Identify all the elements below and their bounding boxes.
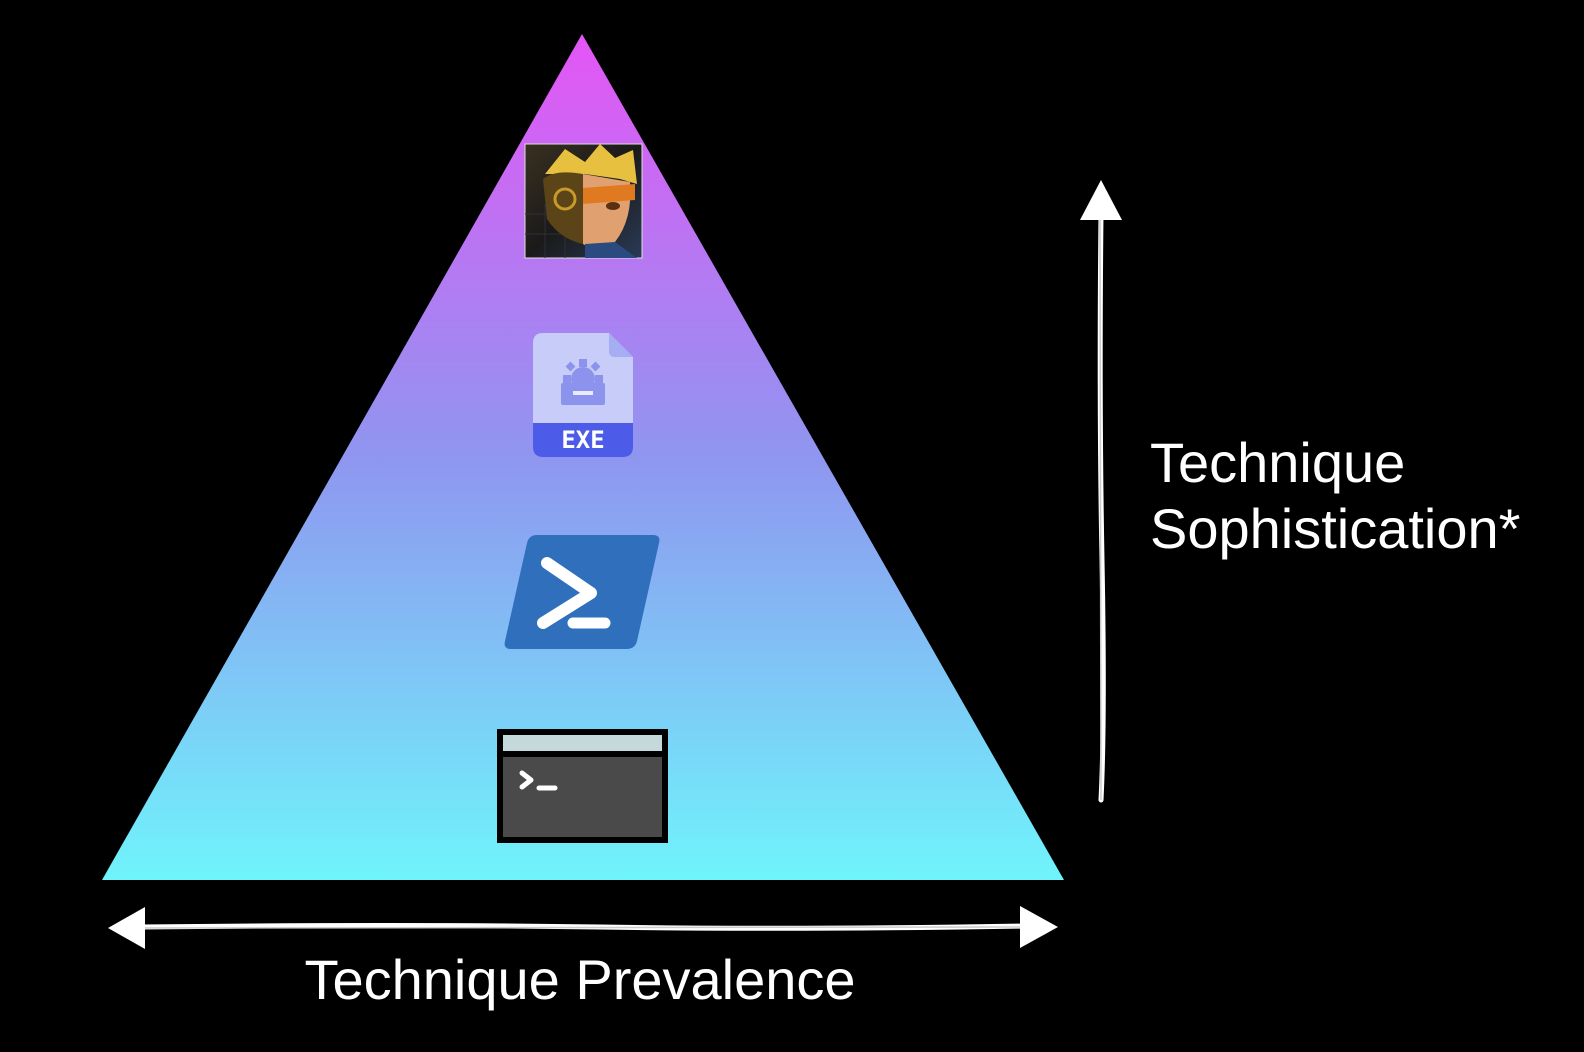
sophistication-label-line1: Technique	[1150, 431, 1406, 494]
exe-file-icon: EXE	[533, 333, 633, 457]
arrow-head-left	[108, 907, 145, 949]
arrow-head-right	[1020, 906, 1058, 948]
technique-sophistication-label: Technique Sophistication*	[1150, 430, 1520, 562]
powershell-icon	[504, 535, 660, 649]
arrow-head-up	[1080, 180, 1122, 220]
sophistication-arrow	[1080, 180, 1122, 803]
hacker-avatar-icon	[524, 143, 643, 259]
technique-prevalence-label: Technique Prevalence	[304, 948, 856, 1011]
terminal-icon	[497, 729, 668, 843]
sophistication-label-line2: Sophistication*	[1150, 497, 1521, 560]
exe-badge-text: EXE	[561, 426, 604, 454]
prevalence-arrow	[108, 906, 1058, 949]
